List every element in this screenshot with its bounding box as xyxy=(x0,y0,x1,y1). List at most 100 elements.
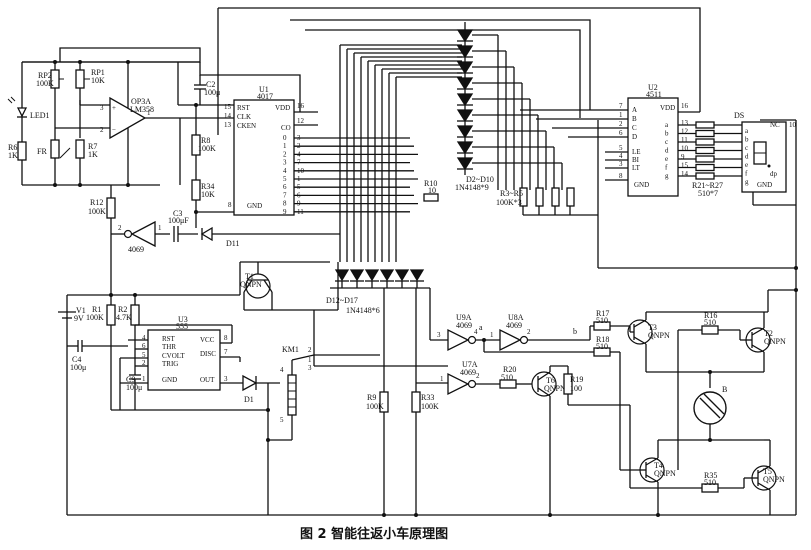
svg-text:4: 4 xyxy=(474,328,478,336)
c3-value: 100μF xyxy=(168,216,189,225)
svg-text:5: 5 xyxy=(280,416,284,424)
u2-out-pin-d: 10 xyxy=(681,145,689,153)
r21-r27-value: 510*7 xyxy=(698,189,718,198)
d2-d10-label: D2~D10 xyxy=(466,175,494,184)
c3-label: C3 xyxy=(173,209,182,218)
svg-text:1: 1 xyxy=(619,111,623,119)
u1-pin-cken: CKEN xyxy=(237,122,256,130)
u2-out-g: g xyxy=(665,172,669,180)
svg-text:−: − xyxy=(112,126,116,134)
r9-value: 100K xyxy=(366,402,384,411)
r7-label: R7 xyxy=(88,142,97,151)
d2-d10-type: 1N4148*9 xyxy=(455,183,489,192)
u2-out-f: f xyxy=(665,164,668,172)
c9-value: 100μ xyxy=(126,383,142,392)
sensor-section: RP2 100K RP1 10K LED1 R6 1K FR R7 1K xyxy=(7,62,234,228)
t1-type: QNPN xyxy=(240,280,262,289)
t6-type: QNPN xyxy=(544,384,566,393)
u1-num-13: 13 xyxy=(224,121,232,129)
r12-label: R12 xyxy=(90,198,103,207)
diode-d17 xyxy=(409,269,425,282)
u2-out-pin-g: 14 xyxy=(681,170,689,178)
svg-text:1: 1 xyxy=(308,356,312,364)
timer-555-section: T1 QNPN V1 9V R1 100K R2 4.7K U3 555 RST… xyxy=(58,261,448,515)
u2-pin-gnd: GND xyxy=(634,181,649,189)
svg-text:5: 5 xyxy=(142,351,146,359)
u3-pin-cvolt: CVOLT xyxy=(162,352,185,360)
diode-d15 xyxy=(379,269,395,282)
u2-out-c: c xyxy=(665,138,668,146)
r33-label: R33 xyxy=(421,393,434,402)
d11-label: D11 xyxy=(226,239,239,248)
u1-output-2: 2 xyxy=(283,150,287,158)
timer-trigger-section: R12 100K 4069 2 1 C3 100μF D11 xyxy=(88,185,340,295)
u2-type: 4511 xyxy=(646,90,662,99)
c4-label: C4 xyxy=(72,355,81,364)
u9a-label: U9A xyxy=(456,313,472,322)
ds-seg-g: g xyxy=(745,178,749,186)
u2-out-pin-f: 15 xyxy=(681,162,689,170)
u3-pin-gnd: GND xyxy=(162,376,177,384)
svg-text:4: 4 xyxy=(619,152,623,160)
u1-pin-vdd: VDD xyxy=(275,104,290,112)
svg-text:2: 2 xyxy=(476,372,480,380)
svg-text:1: 1 xyxy=(158,224,162,232)
t3-type: QNPN xyxy=(648,331,670,340)
t4-type: QNPN xyxy=(654,469,676,478)
motor-label: B xyxy=(722,385,727,394)
r16-label: R16 xyxy=(704,311,717,320)
r9-label: R9 xyxy=(367,393,376,402)
svg-text:2: 2 xyxy=(308,346,312,354)
figure-caption: 图 2 智能往返小车原理图 xyxy=(300,526,448,542)
resistor-r26 xyxy=(695,163,715,172)
ds-seg-c: c xyxy=(745,144,748,152)
u3-pin-trig: TRIG xyxy=(162,360,178,368)
u3-pin-rst: RST xyxy=(162,335,176,343)
u1-label: U1 xyxy=(259,85,269,94)
rp1-label: RP1 xyxy=(91,68,105,77)
r18-label: R18 xyxy=(596,335,609,344)
svg-text:16: 16 xyxy=(681,102,689,110)
v1-label: V1 xyxy=(76,306,86,315)
resistor-r25 xyxy=(695,155,715,163)
u3-pin-vcc: VCC xyxy=(200,336,215,344)
svg-text:1: 1 xyxy=(490,331,494,339)
rp2-label: RP2 xyxy=(38,71,52,80)
t3-label: T3 xyxy=(648,323,657,332)
d12-d17-type: 1N4148*6 xyxy=(346,306,380,315)
u3-pin-out: OUT xyxy=(200,376,215,384)
d12-d17-label: D12~D17 xyxy=(326,296,358,305)
ds-gnd-label: GND xyxy=(757,181,772,189)
resistor-r22 xyxy=(695,129,715,138)
led1-label: LED1 xyxy=(30,111,50,120)
c9-label: C9 xyxy=(126,375,135,384)
r21-r27-label: R21~R27 xyxy=(692,181,723,190)
u1-4017: U1 4017 RST CLK CKEN VDD CO GND 15 14 13… xyxy=(224,85,318,216)
u2-pin-a: A xyxy=(632,106,637,114)
resistor-r24 xyxy=(695,146,715,155)
t5-label: T5 xyxy=(763,467,772,476)
svg-text:7: 7 xyxy=(224,348,228,356)
r7-value: 1K xyxy=(88,150,98,159)
u3-pin-thr: THR xyxy=(162,343,176,351)
r35-label: R35 xyxy=(704,471,717,480)
svg-text:1: 1 xyxy=(147,109,151,117)
h-bridge: R17 510 R18 510 T3 QNPN R16 510 xyxy=(589,289,796,515)
svg-text:6: 6 xyxy=(619,129,623,137)
r33-value: 100K xyxy=(421,402,439,411)
u1-type: 4017 xyxy=(257,92,273,101)
u2-out-b: b xyxy=(665,130,669,138)
r3-r5-resistors: R3~R5 100K*3 xyxy=(496,187,598,216)
r19-label: R19 xyxy=(570,375,583,384)
r12-value: 100K xyxy=(88,207,106,216)
u2-out-pin-e: 9 xyxy=(681,153,685,161)
ds-dp-label: dp xyxy=(770,170,778,178)
diode-d14 xyxy=(364,269,380,282)
u1-output-7: 7 xyxy=(283,191,287,199)
r34-value: 10K xyxy=(201,190,215,199)
ds-seg-a: a xyxy=(745,127,749,135)
u8a-type: 4069 xyxy=(506,321,522,330)
u1-pin-clk: CLK xyxy=(237,113,251,121)
u1-output-8: 8 xyxy=(283,200,287,208)
